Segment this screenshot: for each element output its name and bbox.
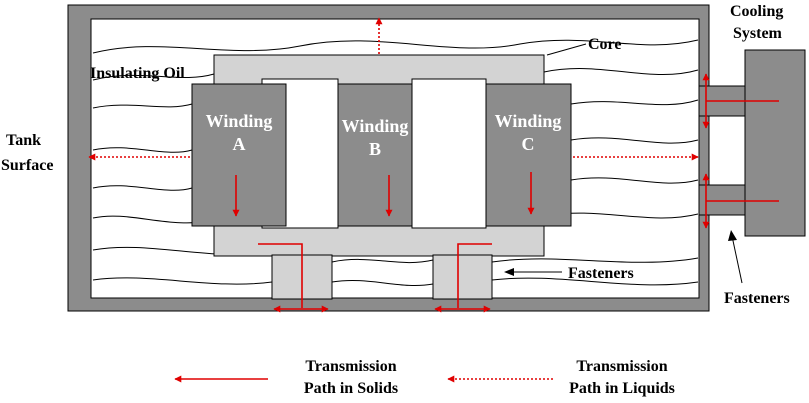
winding-a-label-line1: Winding xyxy=(206,111,273,131)
fastener-bottom-right xyxy=(432,254,493,300)
winding-c-label-line1: Winding xyxy=(495,111,562,131)
cooling-system-label-line1: Cooling xyxy=(730,3,783,20)
tank-wall xyxy=(67,4,710,312)
cooling-system-unit xyxy=(744,49,806,237)
tank-surface-label-line2: Surface xyxy=(1,157,53,174)
winding-a xyxy=(191,83,287,227)
winding-b xyxy=(337,83,413,227)
legend-liquids-line2: Path in Liquids xyxy=(569,380,675,397)
insulating-oil-label: Insulating Oil xyxy=(90,65,185,82)
winding-c-label-line2: C xyxy=(522,134,535,154)
legend-solids-line1: Transmission xyxy=(305,358,396,375)
fasteners-right-pointer xyxy=(731,235,743,284)
transmission-paths xyxy=(88,17,779,313)
legend-liquids-line1: Transmission xyxy=(576,358,667,375)
winding-a-label-line2: A xyxy=(233,134,246,154)
pointer-arrows xyxy=(504,43,743,284)
fasteners-inner-label: Fasteners xyxy=(568,265,634,282)
cooling-system-label-line2: System xyxy=(733,25,783,42)
legend: Transmission Path in Solids Transmission… xyxy=(174,358,675,397)
fastener-right-solid-path xyxy=(457,243,492,308)
winding-b-label-line1: Winding xyxy=(342,116,409,136)
legend-solids-line2: Path in Solids xyxy=(304,380,398,397)
core-label: Core xyxy=(588,36,621,53)
tank-surface-label-line1: Tank xyxy=(6,132,41,149)
winding-b-label-line2: B xyxy=(369,139,381,159)
winding-c xyxy=(485,83,572,227)
fasteners-right-label: Fasteners xyxy=(724,290,790,307)
fastener-left-solid-path xyxy=(258,243,303,308)
core-leader-line xyxy=(546,43,587,56)
